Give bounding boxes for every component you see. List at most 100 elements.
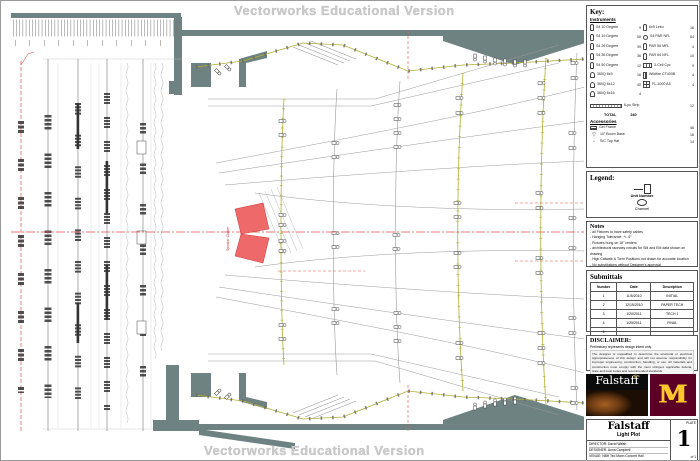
show-title: Falstaff — [607, 421, 650, 432]
top-hat-icon: ▫ — [593, 138, 595, 145]
flood-icon — [643, 81, 650, 89]
disclaimer-box: DISCLAIMER: Preliminary represents desig… — [586, 335, 698, 381]
fresnel-icon — [590, 81, 595, 88]
accessories-heading: Accessories — [590, 118, 617, 124]
legend-leader-line — [633, 188, 643, 190]
disclaimer-title: DISCLAIMER: — [590, 338, 632, 344]
ellipsoidal-icon — [590, 33, 594, 41]
ellipsoidal-icon — [590, 62, 594, 70]
ellipsoidal-icon — [590, 24, 594, 32]
falstaff-logo: ♛ Falstaff — [586, 374, 648, 416]
total-row: TOTAL 240 — [604, 112, 637, 117]
stage-electrics — [18, 51, 181, 433]
par64-icon — [643, 52, 647, 60]
note-item: all Fixtures to have safety cables — [590, 230, 694, 235]
vectorworks-watermark-top: Vectorworks Educational Version — [234, 3, 455, 18]
note-item: Hanging Tolerance: +/- 6" — [590, 235, 694, 240]
credit-venue: VENUE: NBH Ted Mann Concert Hall — [589, 453, 644, 458]
legend-channel-label: Channel — [634, 207, 650, 211]
instruments-heading: Instruments — [590, 17, 616, 22]
credit-designer: DESIGNER: Anna Campbell — [589, 448, 668, 454]
plate-label: PLATE — [686, 421, 696, 425]
speaker-cluster-label: Speaker Cluster — [226, 226, 230, 251]
wildfire-icon — [643, 71, 647, 79]
legend-fixture-icon — [643, 184, 651, 194]
disclaimer-line: Preliminary represents design intent onl… — [590, 345, 652, 349]
title-block: Falstaff Light Plot DIRECTOR: David Wals… — [586, 419, 698, 460]
boom-base-icon: ▽ — [592, 131, 596, 138]
production-logos: ♛ Falstaff M — [586, 374, 698, 416]
note-item: Fixtures hung on 18" centers — [590, 241, 694, 246]
plate-number: 1 — [676, 426, 692, 452]
disclaimer-body: The designer is unqualified to determine… — [590, 350, 694, 375]
key-title: Key: — [590, 8, 605, 16]
legend-symbol: Unit Number Channel — [590, 184, 694, 211]
note-item: High Catwalk & Torm Positions not drawn … — [590, 257, 694, 262]
strip-light-row: 6-pc Strip 12 — [590, 101, 694, 111]
block-m-icon: M — [658, 381, 688, 409]
submittals-title: Submittals — [590, 273, 623, 281]
lineset-schedule — [13, 19, 179, 46]
minnesota-logo: M — [650, 374, 696, 416]
fresnel-icon — [590, 91, 595, 98]
sheet-title: Light Plot — [616, 432, 641, 438]
note-item: No substitutions without Designer's appr… — [590, 263, 694, 268]
plate-of: of 1 — [690, 454, 696, 459]
light-plot-drawing: Speaker Cluster — [11, 13, 584, 449]
speaker-cluster: Speaker Cluster — [226, 202, 270, 264]
cyc-icon — [643, 63, 652, 69]
vectorworks-watermark-bottom: Vectorworks Educational Version — [204, 443, 425, 458]
plate-cell: PLATE 1 of 1 — [671, 420, 697, 460]
notes-box: Notes all Fixtures to have safety cables… — [586, 221, 698, 267]
par56-icon — [643, 43, 647, 51]
ellipsoidal-icon — [590, 52, 594, 60]
credits: DIRECTOR: David Walsh DESIGNER: Anna Cam… — [587, 441, 670, 460]
falstaff-painting — [586, 390, 648, 416]
legend-channel-icon — [637, 199, 647, 206]
leko-icon — [643, 24, 647, 32]
house-walls — [208, 40, 584, 420]
ellipsoidal-icon — [590, 43, 594, 51]
falstaff-logo-text: Falstaff — [595, 374, 639, 387]
legend-box: Legend: Unit Number Channel — [586, 171, 698, 218]
theatre-walls — [11, 13, 584, 449]
striplight-icon — [590, 103, 622, 108]
gel-frame-icon — [590, 126, 597, 130]
crown-icon: ♛ — [633, 374, 638, 380]
legend-title: Legend: — [590, 174, 615, 182]
par-icon — [643, 34, 648, 40]
note-item: architectural raceway circuits for SM an… — [590, 246, 694, 257]
fresnel-icon — [590, 72, 595, 79]
notes-title: Notes — [590, 224, 605, 230]
credit-director: DIRECTOR: David Walsh — [589, 442, 668, 448]
legend-unit-label: Unit Number — [630, 194, 654, 198]
